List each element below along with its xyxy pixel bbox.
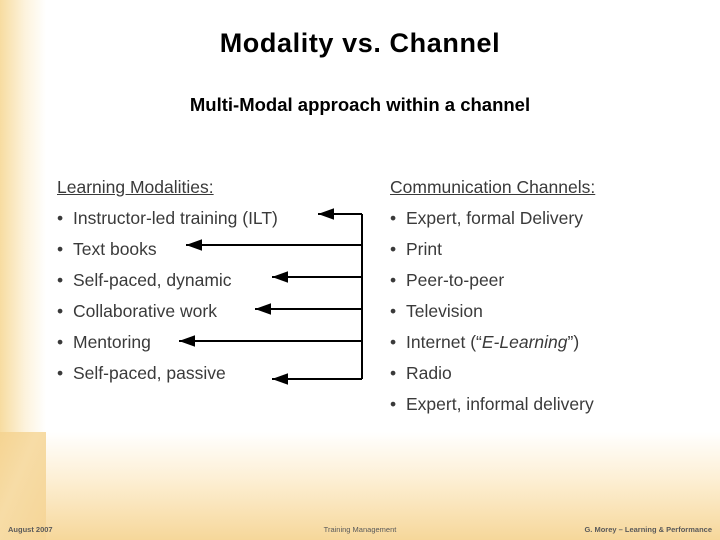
- list-item: • Expert, informal delivery: [390, 389, 710, 420]
- list-item-label: Collaborative work: [73, 301, 217, 321]
- bullet-icon: •: [57, 363, 64, 383]
- bottom-gradient-band: [0, 432, 720, 540]
- list-item-label: Self-paced, passive: [73, 363, 226, 383]
- bullet-icon: •: [57, 208, 64, 228]
- bullet-icon: •: [57, 301, 64, 321]
- corner-gradient-blend: [0, 432, 46, 540]
- communication-channels-heading: Communication Channels:: [390, 177, 596, 197]
- list-item: • Expert, formal Delivery: [390, 203, 710, 234]
- list-item: • Text books: [57, 234, 387, 265]
- list-item: • Peer-to-peer: [390, 265, 710, 296]
- quote-open: “: [476, 332, 482, 352]
- list-item-label: Television: [406, 301, 483, 321]
- bullet-icon: •: [390, 301, 397, 321]
- list-item-label: Print: [406, 239, 442, 259]
- list-item: • Radio: [390, 358, 710, 389]
- bullet-icon: •: [390, 270, 397, 290]
- bullet-icon: •: [57, 332, 64, 352]
- list-item-label: Instructor-led training (ILT): [73, 208, 278, 228]
- list-item-label: Expert, formal Delivery: [406, 208, 583, 228]
- bullet-icon: •: [57, 270, 64, 290]
- list-item-label-after: ”): [567, 332, 580, 352]
- footer-date: August 2007: [8, 525, 53, 534]
- footer-center-label: Training Management: [323, 525, 397, 534]
- footer-author: G. Morey – Learning & Performance: [584, 525, 712, 534]
- list-item: • Instructor-led training (ILT): [57, 203, 387, 234]
- list-item-label: Mentoring: [73, 332, 151, 352]
- bullet-icon: •: [390, 239, 397, 259]
- bullet-icon: •: [390, 332, 397, 352]
- list-item: • Internet (“E-Learning”): [390, 327, 710, 358]
- list-item-label: Internet (: [406, 332, 477, 352]
- bullet-icon: •: [390, 363, 397, 383]
- list-item: • Self-paced, passive: [57, 358, 387, 389]
- bullet-icon: •: [57, 239, 64, 259]
- learning-modalities-column: Learning Modalities: • Instructor-led tra…: [57, 172, 387, 389]
- slide-title: Modality vs. Channel: [219, 28, 501, 58]
- slide-subtitle: Multi-Modal approach within a channel: [189, 94, 531, 115]
- list-item: • Print: [390, 234, 710, 265]
- communication-channels-column: Communication Channels: • Expert, formal …: [390, 172, 710, 420]
- list-item-label: Radio: [406, 363, 452, 383]
- list-item-label: Text books: [73, 239, 157, 259]
- list-item-emphasis: E-Learning: [481, 332, 568, 352]
- bullet-icon: •: [390, 208, 397, 228]
- list-item-label: Self-paced, dynamic: [73, 270, 232, 290]
- list-item-label: Expert, informal delivery: [406, 394, 594, 414]
- list-item: • Self-paced, dynamic: [57, 265, 387, 296]
- list-item: • Collaborative work: [57, 296, 387, 327]
- list-item-label: Peer-to-peer: [406, 270, 505, 290]
- list-item: • Mentoring: [57, 327, 387, 358]
- learning-modalities-heading: Learning Modalities:: [57, 177, 214, 197]
- bullet-icon: •: [390, 394, 397, 414]
- list-item: • Television: [390, 296, 710, 327]
